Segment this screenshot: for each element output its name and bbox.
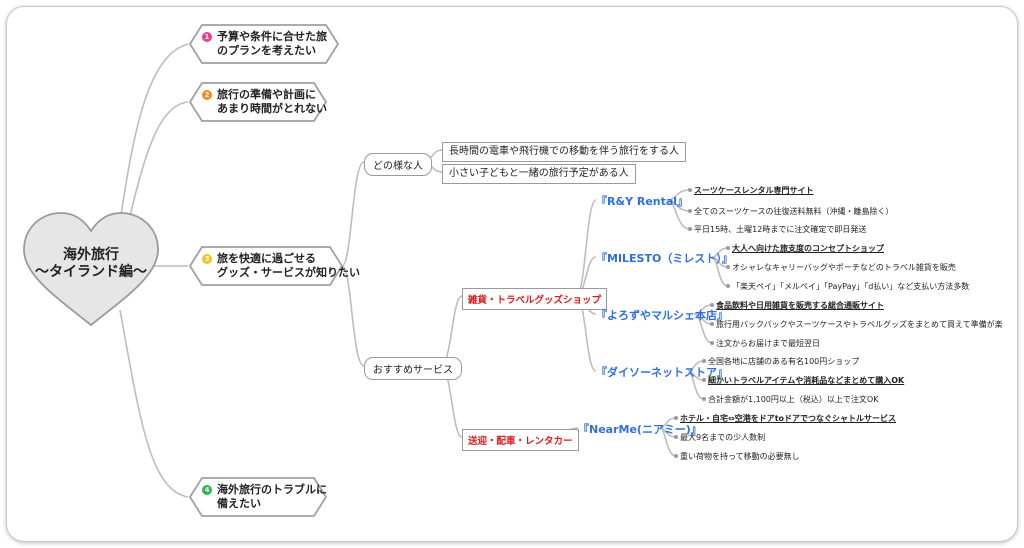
- link-ry-leaf-3: [667, 199, 691, 230]
- central-subtitle: ～タイランド編～: [35, 264, 147, 280]
- milesto-leaf-3: 「楽天ペイ」「メルペイ」「PayPay」「d払い」など支払い方法多数: [732, 282, 970, 291]
- shop-yorozuya: 『よろずやマルシェ本店』: [596, 309, 728, 322]
- link-goods-shop-1: [575, 199, 597, 297]
- who-node: どの様な人: [364, 153, 432, 176]
- link-milesto-leaf-3: [711, 256, 729, 287]
- branch-4-number-badge: 4: [202, 485, 212, 495]
- daiso-leaf-1: 全国各地に店舗のある有名100円ショップ: [708, 357, 860, 366]
- branch-4-hexagon: [188, 477, 328, 517]
- branch-1-number-badge: 1: [202, 32, 212, 42]
- shop-ry-rental: 『R&Y Rental』: [596, 195, 689, 208]
- branch-2-line-2: あまり時間がとれない: [217, 102, 327, 115]
- branch-4-line-1: 海外旅行のトラブルに: [217, 483, 327, 496]
- branch-2-number-badge: 2: [202, 90, 212, 100]
- nearme-leaf-2: 最大9名までの少人数制: [680, 433, 766, 442]
- canvas-frame: [6, 6, 1018, 542]
- branch-3-hexagon: [188, 246, 344, 286]
- link-central-branch-4: [119, 309, 189, 498]
- branch-1: 1 予算や条件に合せた旅 のプランを考えたい: [202, 30, 327, 58]
- branch-4: 4 海外旅行のトラブルに 備えたい: [202, 483, 327, 511]
- daiso-leaf-2: 細かいトラベルアイテムや消耗品などまとめて購入OK: [708, 376, 905, 385]
- who-item-2: 小さい子どもと一緒の旅行予定がある人: [442, 164, 636, 184]
- milesto-leaf-2: オシャレなキャリーバッグやポーチなどのトラベル雑貨を販売: [732, 263, 956, 272]
- ry-leaf-3: 平日15時、土曜12時までに注文確定で即日発送: [694, 225, 867, 234]
- services-node: おすすめサービス: [364, 357, 462, 380]
- link-central-branch-1: [119, 43, 189, 223]
- milesto-leaf-1: 大人へ向けた旅支度のコンセプトショップ: [732, 244, 884, 253]
- daiso-leaf-3: 合計金額が1,100円以上（税込）以上で注文OK: [708, 395, 879, 404]
- who-item-1: 長時間の電車や飛行機での移動を伴う旅行をする人: [442, 142, 686, 162]
- branch-3: 3 旅を快適に過ごせる グッズ・サービスが知りたい: [202, 252, 360, 280]
- ry-leaf-2: 全てのスーツケースの往復送料無料（沖縄・離島除く）: [694, 207, 894, 216]
- branch-4-line-2: 備えたい: [217, 497, 261, 510]
- branch-1-line-1: 予算や条件に合せた旅: [217, 30, 327, 43]
- central-topic: 海外旅行 ～タイランド編～: [28, 247, 154, 281]
- link-central-branch-2: [127, 101, 189, 226]
- shop-milesto: 『MILESTO（ミレスト）』: [596, 252, 733, 265]
- central-heart-shape: [23, 212, 159, 327]
- link-services-goods: [439, 295, 463, 367]
- branch-2-hexagon: [188, 82, 328, 122]
- link-daiso-leaf-3: [687, 370, 705, 400]
- branch-1-hexagon: [188, 24, 340, 64]
- branch-3-number-badge: 3: [202, 254, 212, 264]
- branch-1-line-2: のプランを考えたい: [217, 44, 316, 57]
- branch-3-line-1: 旅を快適に過ごせる: [217, 252, 316, 265]
- yorozuya-leaf-3: 注文からお届けまで最短翌日: [716, 339, 820, 348]
- link-nearme-leaf-3: [659, 427, 677, 457]
- central-title: 海外旅行: [63, 247, 119, 263]
- link-yorozuya-leaf-3: [693, 313, 713, 344]
- shop-daiso: 『ダイソーネットストア』: [596, 366, 728, 379]
- branch-2-line-1: 旅行の準備や計画に: [217, 88, 316, 101]
- ry-leaf-1: スーツケースレンタル専門サイト: [694, 186, 814, 195]
- category-transport: 送迎・配車・レンタカー: [462, 429, 579, 451]
- link-branch3-services: [341, 265, 365, 367]
- branch-2: 2 旅行の準備や計画に あまり時間がとれない: [202, 88, 327, 116]
- yorozuya-leaf-1: 食品飲料や日用雑貨を販売する総合通販サイト: [716, 301, 884, 310]
- nearme-leaf-3: 重い荷物を持って移動の必要無し: [680, 452, 800, 461]
- branch-3-line-2: グッズ・サービスが知りたい: [217, 266, 360, 279]
- shop-nearme: 『NearMe(ニアミー)』: [578, 423, 702, 436]
- category-goods: 雑貨・トラベルグッズショップ: [462, 288, 608, 310]
- link-branch3-who: [341, 161, 365, 267]
- nearme-leaf-1: ホテル・自宅⇔空港をドアtoドアでつなぐシャトルサービス: [680, 414, 897, 423]
- yorozuya-leaf-2: 旅行用バックパックやスーツケースやトラベルグッズをまとめて買えて準備が楽: [716, 320, 1003, 329]
